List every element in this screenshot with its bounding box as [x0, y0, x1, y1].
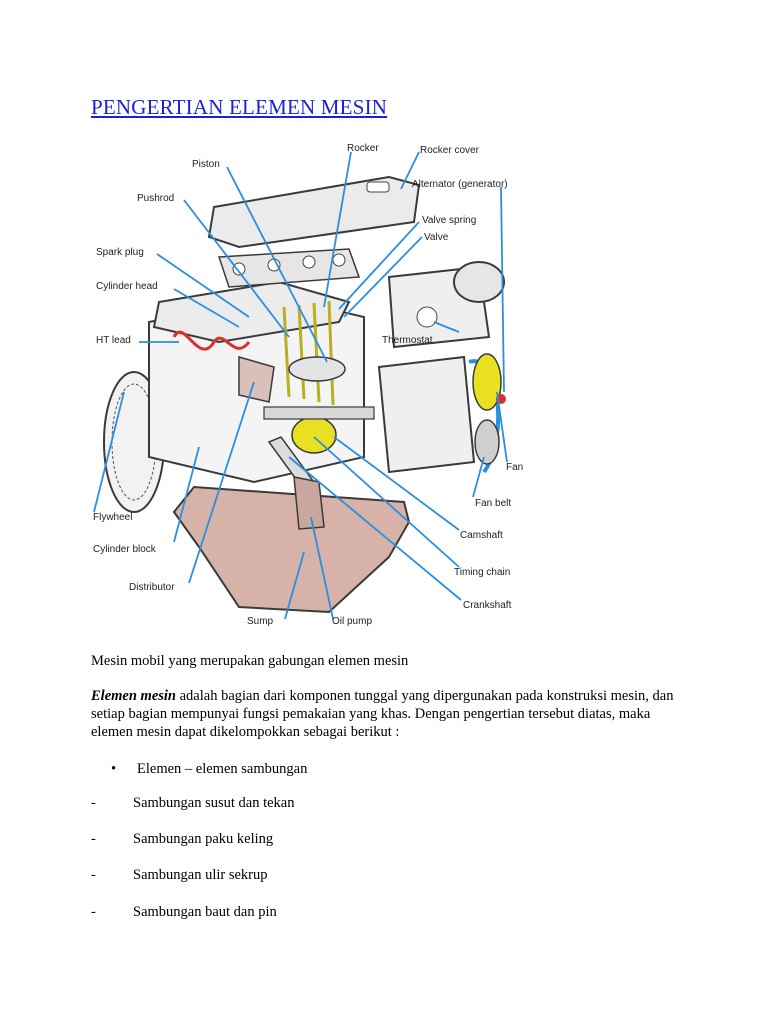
alternator-shape	[453, 261, 505, 303]
label-oil-pump: Oil pump	[332, 616, 372, 627]
pushrods-shape	[282, 300, 335, 406]
timing-chain-shape	[291, 416, 337, 454]
list-item-text: Sambungan ulir sekrup	[133, 867, 268, 883]
page-title[interactable]: PENGERTIAN ELEMEN MESIN	[91, 95, 388, 119]
list-item-symbol: -	[91, 904, 96, 920]
label-thermostat: Thermostat	[382, 335, 433, 346]
label-spark-plug: Spark plug	[96, 247, 144, 258]
label-fan: Fan	[506, 462, 523, 473]
figure-caption: Mesin mobil yang merupakan gabungan elem…	[91, 653, 409, 669]
label-piston: Piston	[192, 159, 220, 170]
list-item-symbol: -	[91, 795, 96, 811]
engine-diagram-svg: Rocker Rocker cover Piston Alternator (g…	[93, 143, 523, 627]
label-rocker: Rocker	[347, 143, 379, 154]
definition-paragraph: Elemen mesin adalah bagian dari komponen…	[91, 687, 691, 741]
camshaft-shape	[263, 406, 375, 420]
list-item: - Sambungan paku keling	[91, 831, 273, 848]
leader-lines	[93, 151, 508, 620]
label-cylinder-block: Cylinder block	[93, 544, 157, 555]
piston-shape	[288, 356, 346, 382]
list-item: - Sambungan ulir sekrup	[91, 867, 268, 884]
engine-diagram: Rocker Rocker cover Piston Alternator (g…	[89, 137, 534, 633]
bullet-item: • Elemen – elemen sambungan	[111, 761, 307, 778]
label-rocker-cover: Rocker cover	[420, 145, 480, 156]
label-flywheel: Flywheel	[93, 512, 132, 523]
label-camshaft: Camshaft	[460, 530, 503, 541]
timing-cover-shape	[377, 355, 476, 474]
paragraph-body: adalah bagian dari komponen tunggal yang…	[91, 688, 674, 740]
label-fan-belt: Fan belt	[475, 498, 511, 509]
list-item: - Sambungan baut dan pin	[91, 904, 277, 921]
list-item-symbol: -	[91, 867, 96, 883]
bullet-text: Elemen – elemen sambungan	[137, 761, 308, 777]
distributor-shape	[238, 356, 275, 403]
manifold-plate-shape	[217, 248, 361, 288]
oil-pump-shape	[293, 476, 325, 530]
label-alternator: Alternator (generator)	[412, 179, 508, 190]
list-item-text: Sambungan baut dan pin	[133, 904, 277, 920]
rocker-cover-shape	[207, 175, 421, 249]
label-distributor: Distributor	[129, 582, 175, 593]
list-item-text: Sambungan paku keling	[133, 831, 274, 847]
label-cylinder-head: Cylinder head	[96, 281, 158, 292]
paragraph-lead-term: Elemen mesin	[91, 688, 176, 704]
label-ht-lead: HT lead	[96, 335, 131, 346]
fan-shape	[472, 353, 502, 411]
label-valve: Valve	[424, 232, 449, 243]
label-pushrod: Pushrod	[137, 193, 174, 204]
label-crankshaft: Crankshaft	[463, 600, 512, 611]
label-valve-spring: Valve spring	[422, 215, 476, 226]
list-item-symbol: -	[91, 831, 96, 847]
ht-lead-shape	[172, 330, 251, 351]
list-item: - Sambungan susut dan tekan	[91, 795, 295, 812]
list-item-text: Sambungan susut dan tekan	[133, 795, 295, 811]
label-sump: Sump	[247, 616, 274, 627]
label-timing-chain: Timing chain	[454, 567, 510, 578]
bullet-symbol: •	[111, 761, 117, 777]
sump-shape	[172, 485, 411, 614]
